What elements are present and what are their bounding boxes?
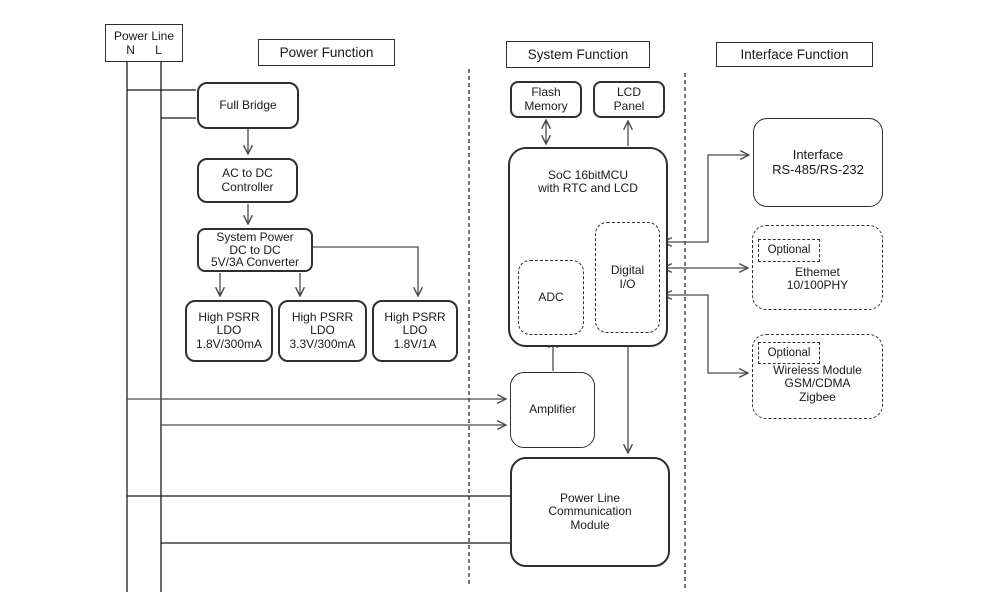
- neutral-label: N: [126, 43, 135, 57]
- live-label: L: [155, 43, 162, 57]
- block-optional-wireless: Optional Wireless Module GSM/CDMA Zigbee: [752, 334, 883, 419]
- block-ac-to-dc-controller: AC to DC Controller: [197, 158, 298, 203]
- block-amplifier: Amplifier: [510, 372, 595, 448]
- power-rails: [126, 62, 510, 592]
- optional-badge-ethernet: Optional: [758, 239, 820, 262]
- block-system-power-converter: System Power DC to DC 5V/3A Converter: [197, 228, 313, 272]
- block-ldo-3v3-300ma: High PSRR LDO 3.3V/300mA: [278, 300, 367, 362]
- optional-badge-wireless: Optional: [758, 342, 820, 364]
- block-full-bridge: Full Bridge: [197, 82, 299, 129]
- section-header-interface-function: Interface Function: [716, 42, 873, 67]
- block-flash-memory: Flash Memory: [510, 81, 582, 118]
- soc-title: SoC 16bitMCU with RTC and LCD: [538, 168, 638, 196]
- ethernet-label: Ethemet 10/100PHY: [786, 265, 849, 293]
- block-optional-ethernet: Optional Ethemet 10/100PHY: [752, 225, 883, 310]
- block-plc-module: Power Line Communication Module: [510, 457, 670, 567]
- flow-arrows: [127, 120, 749, 453]
- wireless-label: Wireless Module GSM/CDMA Zigbee: [773, 363, 862, 404]
- block-ldo-1v8-1a: High PSRR LDO 1.8V/1A: [372, 300, 458, 362]
- power-line-title: Power Line: [113, 28, 175, 43]
- block-adc: ADC: [518, 260, 584, 335]
- block-ldo-1v8-300ma: High PSRR LDO 1.8V/300mA: [185, 300, 273, 362]
- power-line-source-box: Power Line N L: [105, 24, 183, 62]
- section-header-system-function: System Function: [506, 41, 650, 68]
- block-rs485-rs232-interface: Interface RS-485/RS-232: [753, 118, 883, 207]
- block-lcd-panel: LCD Panel: [593, 81, 665, 118]
- block-digital-io: Digital I/O: [595, 222, 660, 333]
- section-header-power-function: Power Function: [258, 39, 395, 66]
